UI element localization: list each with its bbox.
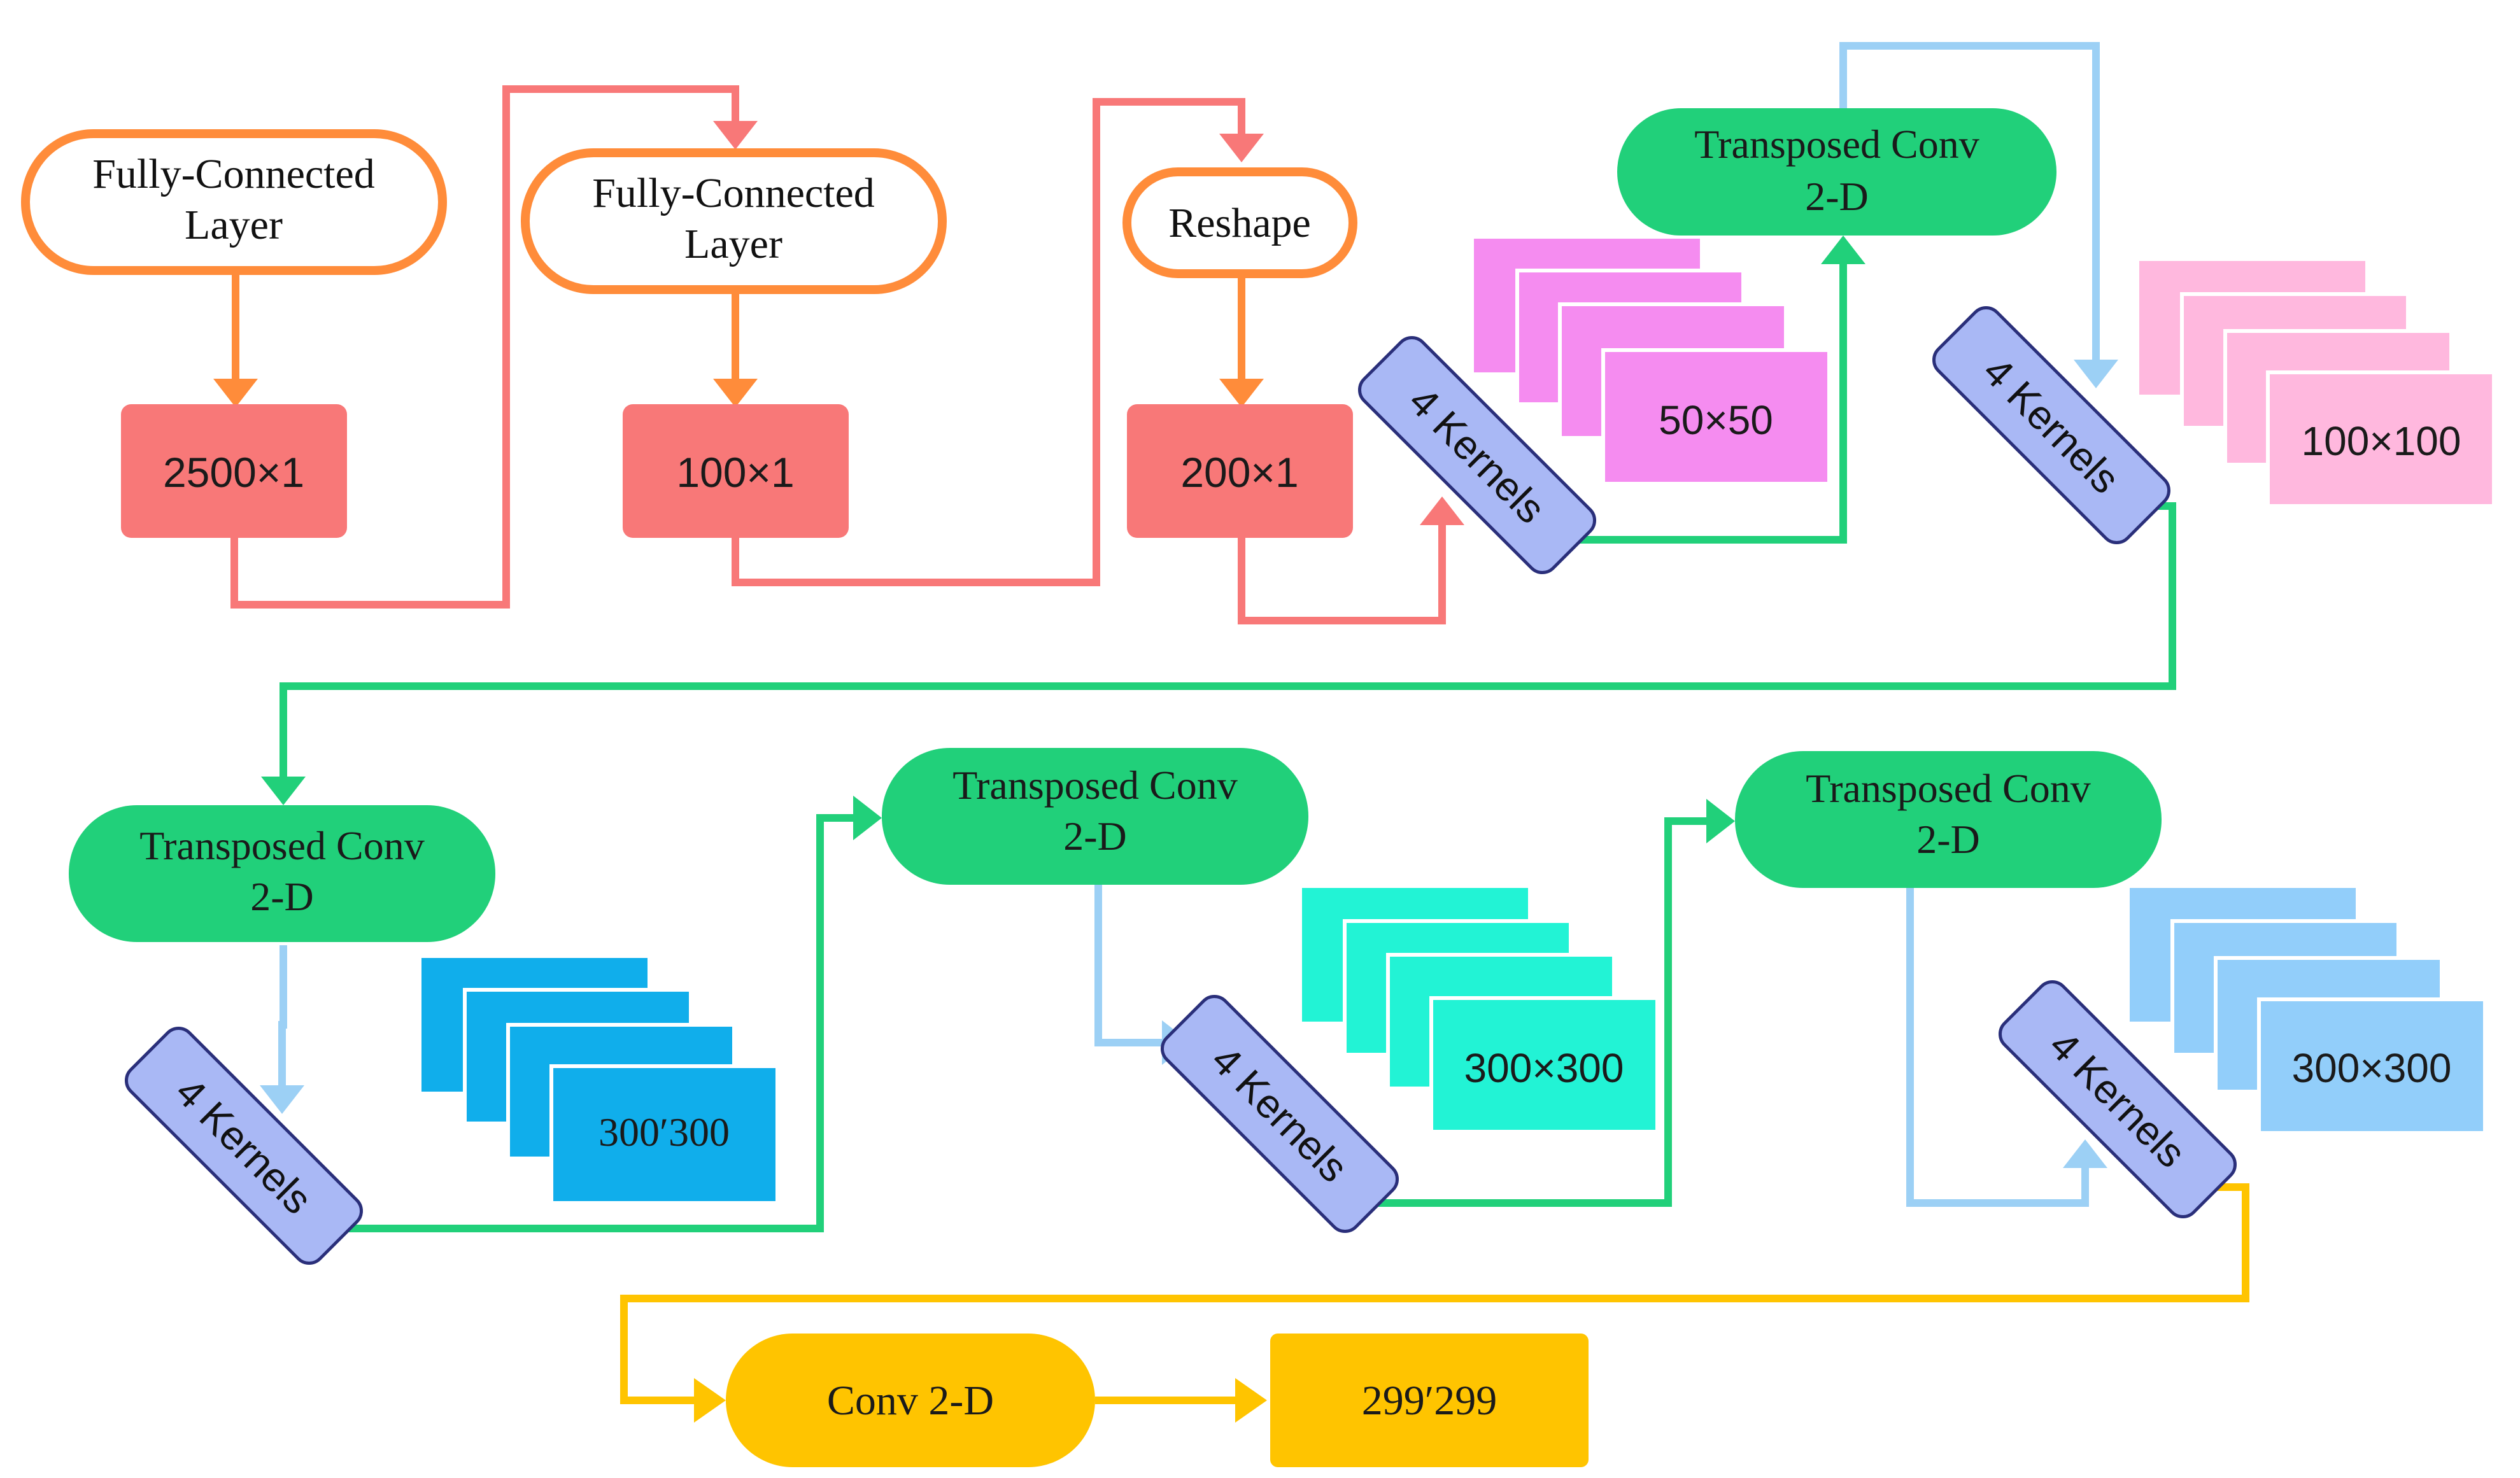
- connector-conv-to-output: [1095, 1378, 1267, 1423]
- arrow-fc1-to-2500: [213, 274, 258, 407]
- connector-tconv4-to-kernels5: [1906, 888, 2107, 1207]
- reshape-layer: Reshape: [1122, 167, 1357, 278]
- output-200x1-label: 200×1: [1180, 449, 1298, 496]
- kernels-block-2: 4 Kernels: [1932, 306, 2171, 545]
- output-100x1: 100×1: [623, 404, 849, 538]
- tconv3-label-line2: 2-D: [1063, 813, 1127, 859]
- arrow-reshape-to-200: [1219, 274, 1264, 407]
- tconv2-label-line2: 2-D: [250, 874, 314, 919]
- connector-100-to-reshape: [732, 98, 1264, 586]
- output-100x1-label: 100×1: [676, 449, 794, 496]
- tconv3-label-line1: Transposed Conv: [952, 763, 1237, 808]
- output-200x1: 200×1: [1127, 404, 1353, 538]
- connector-2500-to-fc2: [230, 85, 758, 609]
- arrow-fc2-to-100: [713, 290, 758, 407]
- connector-200-to-kernels1: [1238, 496, 1464, 624]
- fc2-label-line2: Layer: [684, 221, 782, 267]
- transposed-conv-1: Transposed Conv 2-D: [1617, 108, 2056, 236]
- tconv2-label-line1: Transposed Conv: [139, 823, 424, 868]
- kernels-block-4: 4 Kernels: [1160, 994, 1399, 1234]
- feature-map-stack-100x100: 100×100: [2139, 261, 2496, 508]
- tconv1-label-line2: 2-D: [1805, 174, 1869, 219]
- transposed-conv-3: Transposed Conv 2-D: [882, 748, 1308, 885]
- feature-map-stack-300x300-c: 300×300: [2130, 888, 2487, 1135]
- fc1-label-line1: Fully-Connected: [92, 151, 375, 197]
- conv-2d-label: Conv 2-D: [827, 1377, 994, 1424]
- feature-map-100x100-label: 100×100: [2302, 418, 2461, 464]
- connector-kernels3-to-tconv3: [331, 796, 882, 1232]
- output-2500x1-label: 2500×1: [163, 449, 304, 496]
- final-output-label: 299′299: [1362, 1377, 1497, 1424]
- connector-kernels1-to-tconv1: [1554, 236, 1865, 544]
- feature-map-stack-300x300-b: 300×300: [1302, 888, 1659, 1134]
- fc2-label-line1: Fully-Connected: [592, 170, 875, 216]
- connector-tconv1-to-kernels2: [1839, 42, 2118, 388]
- feature-map-300x300-b-label: 300×300: [1464, 1045, 1624, 1091]
- final-output-299x299: 299′299: [1270, 1334, 1589, 1467]
- feature-map-stack-300x300-a: 300′300: [421, 958, 779, 1205]
- connector-kernels4-to-tconv4: [1356, 799, 1735, 1207]
- output-2500x1: 2500×1: [121, 404, 347, 538]
- tconv1-label-line1: Transposed Conv: [1694, 122, 1979, 167]
- tconv4-label-line1: Transposed Conv: [1806, 766, 2090, 811]
- fc1-label-line2: Layer: [185, 202, 283, 248]
- feature-map-stack-50x50: 50×50: [1474, 239, 1831, 486]
- fully-connected-layer-2: Fully-Connected Layer: [521, 148, 947, 294]
- transposed-conv-4: Transposed Conv 2-D: [1735, 751, 2162, 888]
- connector-kernels2-to-tconv2: [261, 502, 2176, 805]
- feature-map-50x50-label: 50×50: [1659, 397, 1773, 443]
- kernels-block-3: 4 Kernels: [124, 1026, 364, 1265]
- transposed-conv-2: Transposed Conv 2-D: [69, 805, 495, 942]
- feature-map-300x300-c-label: 300×300: [2292, 1045, 2452, 1091]
- tconv4-label-line2: 2-D: [1916, 817, 1980, 862]
- fully-connected-layer-1: Fully-Connected Layer: [21, 129, 447, 275]
- connector-tconv2-to-kernels3: [260, 945, 304, 1114]
- reshape-label: Reshape: [1168, 200, 1311, 246]
- connector-kernels5-to-conv: [620, 1183, 2249, 1423]
- conv-2d-layer: Conv 2-D: [726, 1334, 1095, 1467]
- feature-map-300x300-a-label: 300′300: [598, 1109, 730, 1155]
